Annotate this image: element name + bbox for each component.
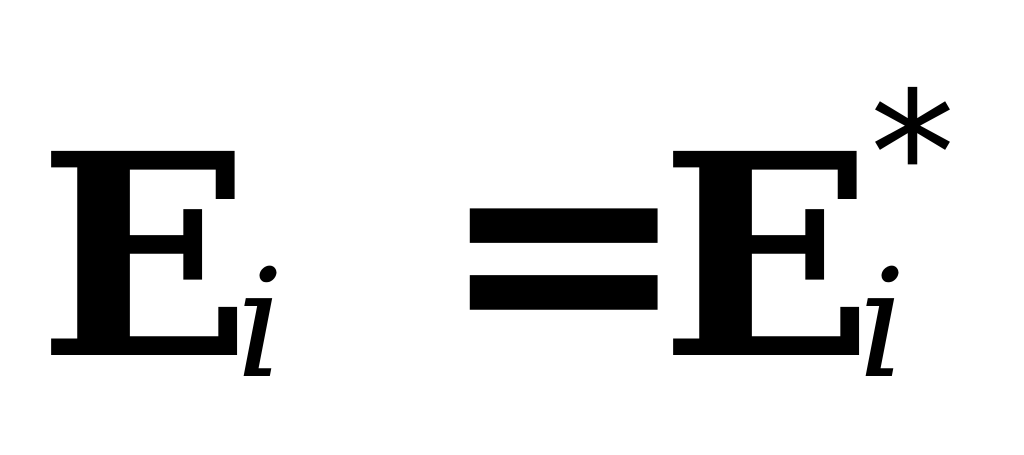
rhs-superscript: * bbox=[870, 56, 955, 254]
equals-sign: = bbox=[438, 75, 690, 424]
rhs-subscript: i bbox=[858, 238, 906, 412]
lhs-symbol: E bbox=[38, 93, 252, 422]
rhs-symbol: E bbox=[660, 93, 874, 422]
lhs-subscript: i bbox=[236, 238, 284, 412]
